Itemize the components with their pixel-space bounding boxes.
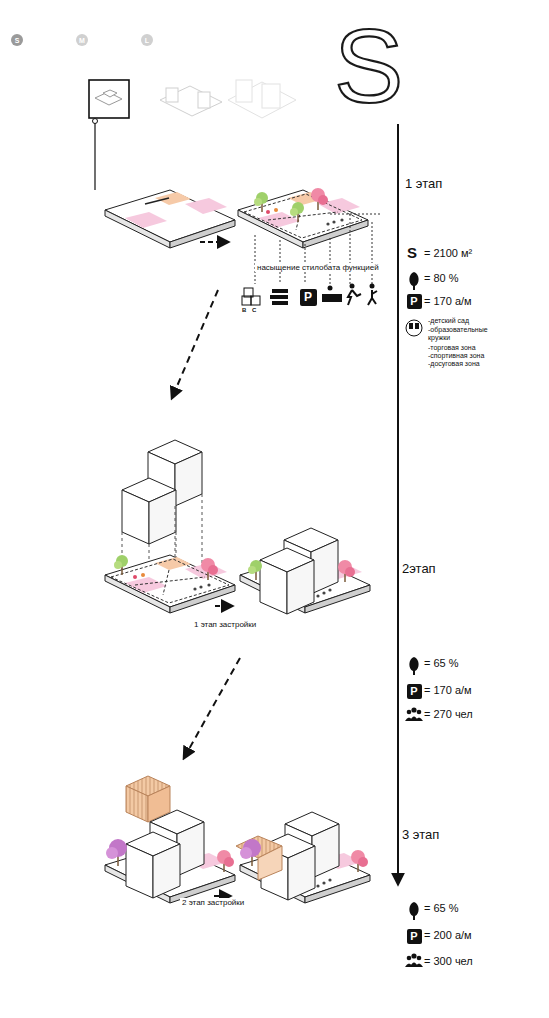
title: S [334, 14, 403, 118]
parking-icon: P [300, 289, 317, 306]
scale-marker: M [76, 34, 88, 46]
scale-marker: S [11, 34, 23, 46]
function-item: -досуговая зона [428, 360, 480, 368]
stat-value: = 65 % [424, 657, 459, 670]
parking-icon: P [407, 294, 422, 309]
parking-icon: P [407, 929, 422, 944]
function-item: -торговая зона [428, 344, 476, 352]
stage-label: 3 этап [402, 828, 439, 843]
area-symbol: S [407, 244, 417, 261]
node-text: M [79, 37, 85, 44]
stage-label: 2этап [402, 562, 436, 577]
function-item: -детский сад [428, 317, 469, 325]
node-text: P [410, 686, 417, 697]
node-text: P [410, 296, 417, 307]
icon-letter: B [242, 307, 246, 314]
stat-value: = 300 чел [424, 955, 473, 968]
parking-icon: P [407, 684, 422, 699]
caption: 2 этап застройки [180, 898, 246, 907]
function-item: -спортивная зона [428, 352, 484, 360]
stat-value: = 2100 м² [424, 247, 472, 260]
scale-marker: L [141, 34, 153, 46]
stat-value: = 170 а/м [424, 295, 472, 308]
node-text: S [15, 37, 20, 44]
node-text: P [304, 291, 312, 303]
node-text: P [410, 931, 417, 942]
function-item: -образовательные кружки [428, 326, 498, 342]
stat-value: = 200 а/м [424, 929, 472, 942]
stat-value: = 170 а/м [424, 684, 472, 697]
node-text: L [145, 37, 149, 44]
caption: насыщение стилобата функцией [255, 263, 381, 272]
stat-value: = 270 чел [424, 708, 473, 721]
icon-letter: C [252, 307, 256, 314]
caption: 1 этап застройки [192, 620, 258, 629]
stat-value: = 65 % [424, 902, 459, 915]
stat-value: = 80 % [424, 272, 459, 285]
stage-label: 1 этап [405, 177, 442, 192]
